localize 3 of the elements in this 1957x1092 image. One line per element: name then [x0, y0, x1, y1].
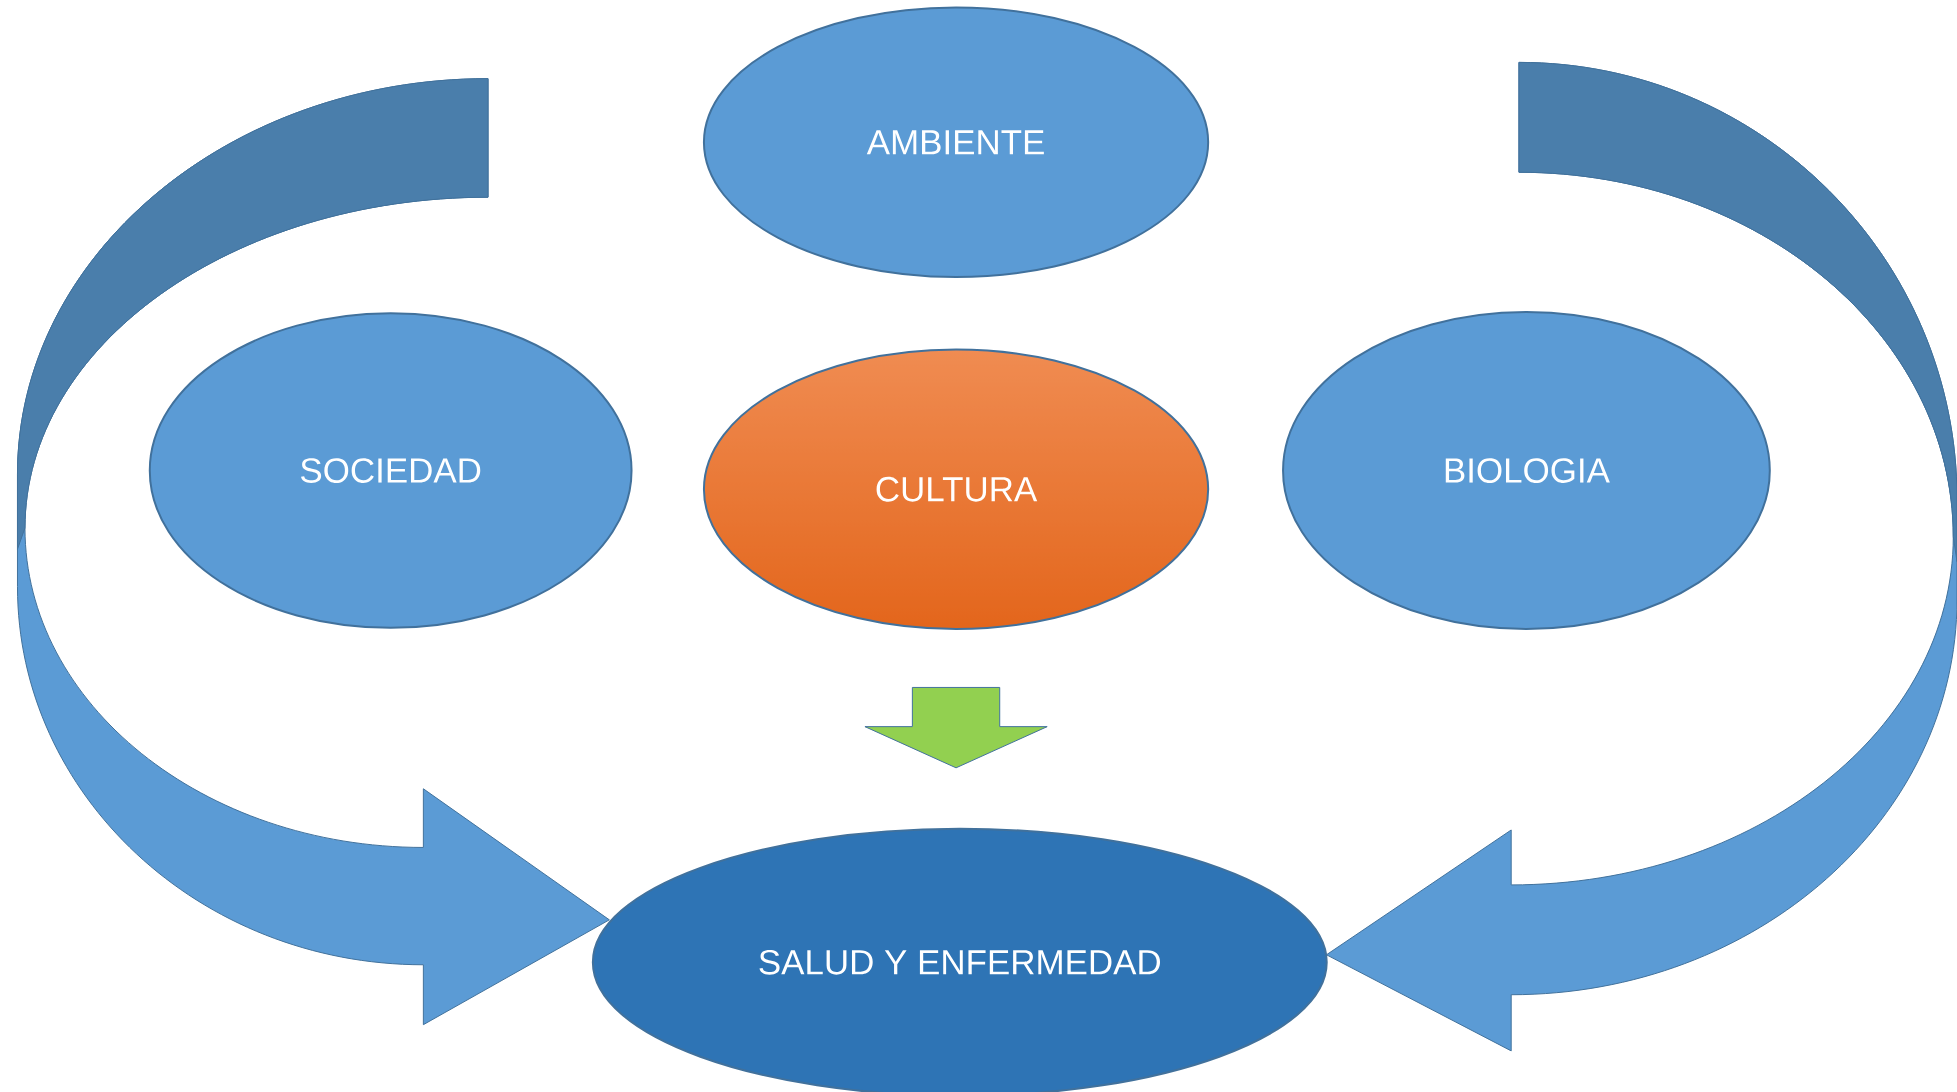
curved-arrow — [1326, 61, 1957, 1052]
block-arrow — [864, 686, 1048, 769]
curved-arrow — [17, 78, 610, 1026]
